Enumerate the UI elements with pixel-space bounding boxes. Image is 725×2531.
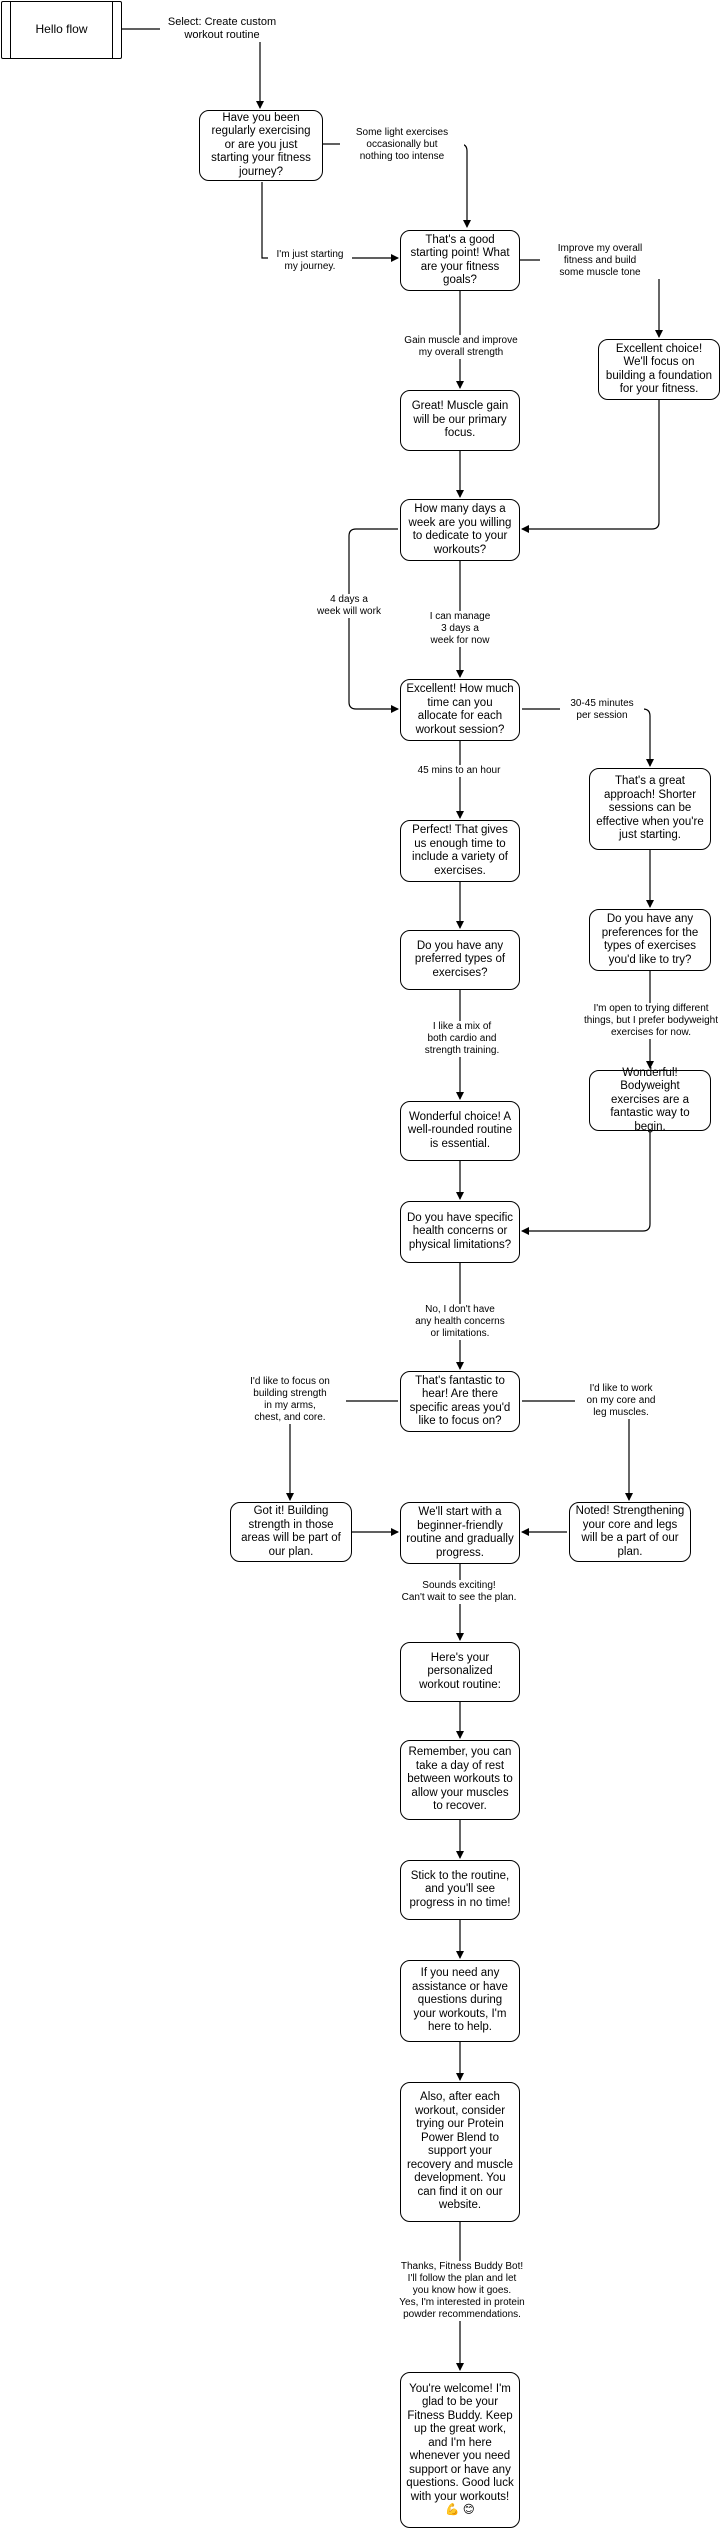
node-text: Excellent! How much time can you allocat… (406, 683, 514, 736)
node-text: Remember, you can take a day of rest bet… (407, 1746, 513, 1813)
node-text: Also, after each workout, consider tryin… (406, 2091, 514, 2212)
node-exercise-prefs-question: Do you have any preferences for the type… (589, 909, 711, 971)
node-text: How many days a week are you willing to … (408, 503, 512, 556)
edge-label-no-health-concerns: No, I don't have any health concerns or … (404, 1304, 516, 1340)
node-stick-to-routine: Stick to the routine, and you'll see pro… (400, 1860, 520, 1920)
edge-label-cardio-strength-mix: I like a mix of both cardio and strength… (410, 1021, 514, 1057)
start-node-text: Hello flow (35, 22, 88, 37)
edge-label-just-starting: I'm just starting my journey. (268, 249, 352, 273)
node-text: We'll start with a beginner-friendly rou… (406, 1506, 514, 1559)
edge-bodyweight-to-health (521, 1131, 651, 1235)
node-text: That's a good starting point! What are y… (410, 233, 510, 287)
node-text: Great! Muscle gain will be our primary f… (411, 400, 509, 440)
node-muscle-gain-focus: Great! Muscle gain will be our primary f… (400, 390, 520, 451)
node-core-legs-plan: Noted! Strengthening your core and legs … (569, 1502, 691, 1562)
node-text: Do you have any preferences for the type… (601, 913, 699, 966)
node-fitness-goals-question: That's a good starting point! What are y… (400, 230, 520, 291)
node-preferred-types-question: Do you have any preferred types of exerc… (400, 930, 520, 990)
node-text: That's fantastic to hear! Are there spec… (409, 1374, 511, 1428)
node-assistance-offer: If you need any assistance or have quest… (400, 1960, 520, 2042)
edge-label-light-exercises: Some light exercises occasionally but no… (340, 127, 464, 163)
node-focus-areas-question: That's fantastic to hear! Are there spec… (400, 1371, 520, 1432)
node-days-per-week-question: How many days a week are you willing to … (400, 499, 520, 561)
node-text: You're welcome! I'm glad to be your Fitn… (406, 2382, 514, 2517)
node-welcome-closing: You're welcome! I'm glad to be your Fitn… (400, 2372, 520, 2528)
edge-label-45-mins-hour: 45 mins to an hour (404, 765, 514, 777)
node-text: That's a great approach! Shorter session… (596, 775, 704, 842)
node-text: Wonderful choice! A well-rounded routine… (407, 1110, 513, 1150)
node-variety-of-exercises: Perfect! That gives us enough time to in… (400, 820, 520, 882)
node-protein-blend-suggestion: Also, after each workout, consider tryin… (400, 2082, 520, 2222)
node-beginner-routine: We'll start with a beginner-friendly rou… (400, 1502, 520, 1564)
node-foundation-focus: Excellent choice! We'll focus on buildin… (598, 339, 720, 400)
node-text: Do you have any preferred types of exerc… (414, 939, 506, 979)
edge-q1-to-goals-start (261, 182, 399, 262)
edge-label-4-days: 4 days a week will work (306, 594, 392, 618)
node-text: Noted! Strengthening your core and legs … (575, 1505, 685, 1558)
edge-label-30-45-minutes: 30-45 minutes per session (560, 698, 644, 722)
node-text: Excellent choice! We'll focus on buildin… (605, 342, 713, 396)
node-text: If you need any assistance or have quest… (412, 1967, 508, 2034)
edge-label-gain-muscle: Gain muscle and improve my overall stren… (394, 335, 528, 359)
edge-label-bodyweight-preference: I'm open to trying different things, but… (578, 1003, 724, 1039)
node-regular-exercise-question: Have you been regularly exercising or ar… (199, 110, 323, 181)
node-strength-areas-plan: Got it! Building strength in those areas… (230, 1502, 352, 1562)
node-text: Have you been regularly exercising or ar… (211, 111, 311, 178)
node-well-rounded-routine: Wonderful choice! A well-rounded routine… (400, 1101, 520, 1161)
node-text: Got it! Building strength in those areas… (241, 1505, 341, 1558)
edge-label-arms-chest-core: I'd like to focus on building strength i… (234, 1376, 346, 1424)
node-text: Perfect! That gives us enough time to in… (412, 824, 508, 877)
node-health-concerns-question: Do you have specific health concerns or … (400, 1201, 520, 1263)
node-shorter-sessions: That's a great approach! Shorter session… (589, 768, 711, 850)
node-rest-day-reminder: Remember, you can take a day of rest bet… (400, 1740, 520, 1820)
node-text: Wonderful! Bodyweight exercises are a fa… (610, 1066, 690, 1133)
node-text: Stick to the routine, and you'll see pro… (409, 1869, 511, 1909)
edge-label-select-custom-routine: Select: Create custom workout routine (160, 16, 284, 42)
edge-label-sounds-exciting: Sounds exciting! Can't wait to see the p… (384, 1580, 534, 1604)
edge-foundation-to-days (521, 400, 660, 533)
node-text: Do you have specific health concerns or … (406, 1211, 514, 1251)
edge-label-thanks-protein: Thanks, Fitness Buddy Bot! I'll follow t… (382, 2261, 542, 2321)
node-bodyweight-begin: Wonderful! Bodyweight exercises are a fa… (589, 1067, 711, 1133)
node-time-per-session-question: Excellent! How much time can you allocat… (400, 679, 520, 741)
edge-label-improve-fitness: Improve my overall fitness and build som… (540, 243, 660, 279)
edge-label-core-legs: I'd like to work on my core and leg musc… (575, 1383, 667, 1419)
node-text: Here's your personalized workout routine… (419, 1651, 501, 1691)
edge-days-to-time-4 (348, 528, 399, 713)
start-node-hello-flow: Hello flow (1, 1, 122, 59)
edge-label-3-days: I can manage 3 days a week for now (416, 611, 504, 647)
node-personalized-routine: Here's your personalized workout routine… (400, 1642, 520, 1702)
